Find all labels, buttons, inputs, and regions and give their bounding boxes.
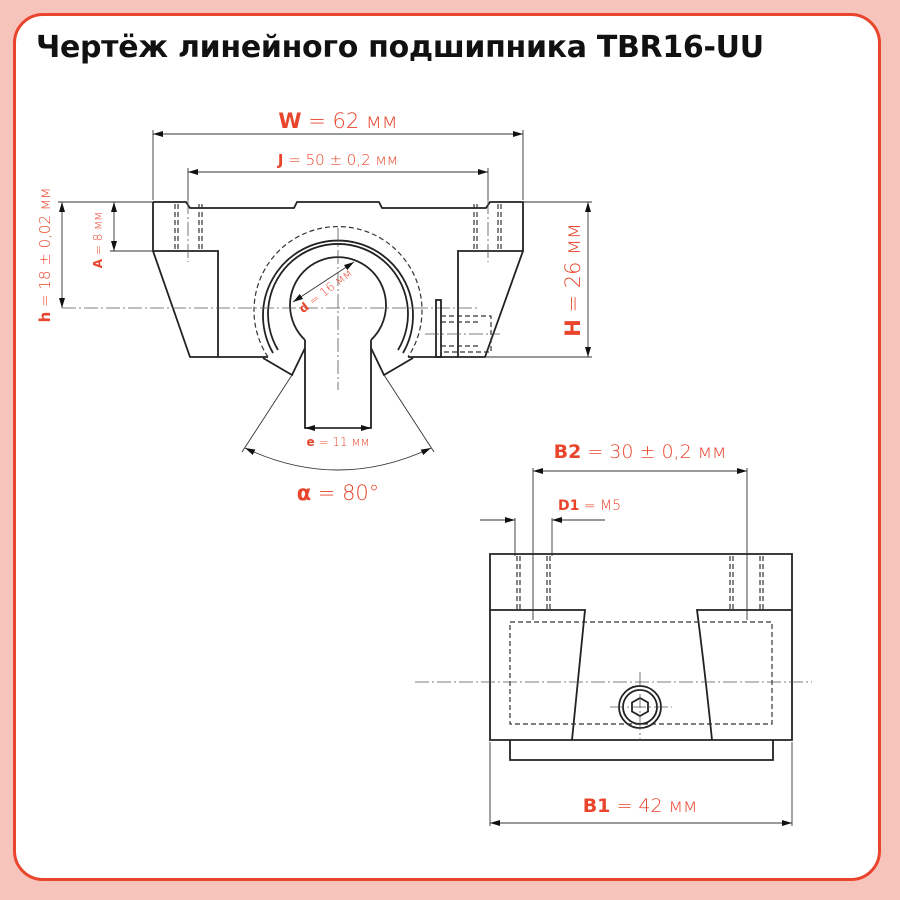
alpha-label: α = 80° — [297, 481, 380, 505]
side-body-outline — [489, 553, 793, 761]
side-set-screw — [425, 299, 500, 358]
h-label: h = 18 ± 0,02 мм — [36, 188, 54, 323]
A-label: A = 8 мм — [91, 212, 105, 269]
side-view — [415, 468, 812, 826]
e-label: e = 11 мм — [306, 435, 369, 449]
page-title: Чертёж линейного подшипника TBR16-UU — [36, 30, 764, 65]
B2-label: B2 = 30 ± 0,2 мм — [554, 441, 727, 463]
alpha-angle-arc — [244, 447, 432, 471]
set-screw-head — [610, 672, 672, 740]
W-label: W = 62 мм — [278, 109, 397, 133]
front-mounting-holes — [174, 200, 502, 262]
d-dimension-line — [292, 261, 355, 303]
d-label: d = 16 мм — [296, 266, 355, 316]
front-body-outline — [152, 201, 524, 358]
side-mounting-holes — [516, 556, 764, 610]
D1-label: D1 = M5 — [558, 498, 621, 514]
drawing-card — [13, 13, 881, 881]
B1-label: B1 = 42 мм — [583, 795, 698, 817]
front-view — [58, 130, 592, 471]
bearing-bore — [62, 225, 480, 429]
J-label: J = 50 ± 0,2 мм — [277, 151, 398, 169]
H-label: H = 26 мм — [561, 223, 585, 337]
